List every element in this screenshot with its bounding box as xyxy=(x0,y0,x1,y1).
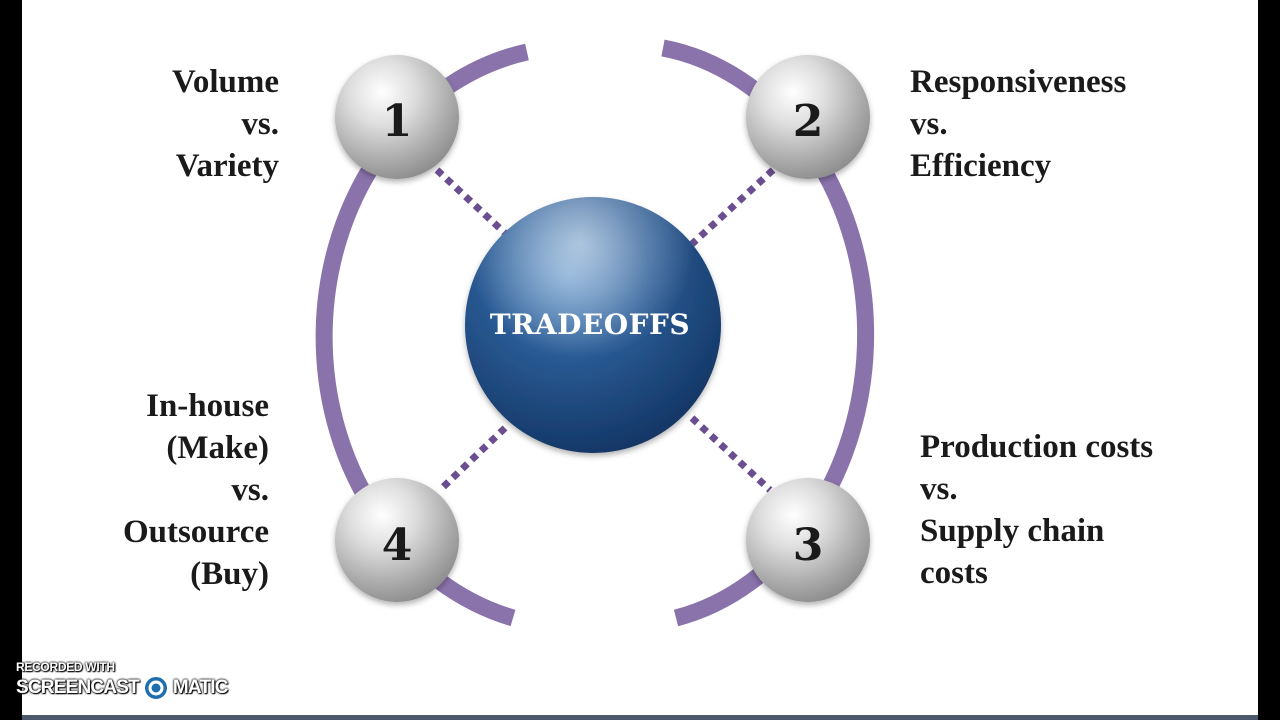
label-3-line-2: vs. xyxy=(920,471,958,507)
label-4-line-3: vs. xyxy=(231,472,269,508)
label-4-line-1: In-house xyxy=(146,388,269,424)
ball-3-number: 3 xyxy=(793,520,824,571)
ball-4 xyxy=(335,478,459,602)
label-3: Production costs vs. Supply chain costs xyxy=(920,426,1153,594)
label-2-line-2: vs. xyxy=(910,106,948,142)
screencast-o-matic-logo-icon xyxy=(142,675,169,701)
label-3-line-3: Supply chain xyxy=(920,513,1105,549)
label-2-line-3: Efficiency xyxy=(910,148,1052,184)
connector-4 xyxy=(437,425,508,493)
connector-2 xyxy=(689,167,776,247)
label-2-line-1: Responsiveness xyxy=(910,64,1127,100)
ball-1-number: 1 xyxy=(382,96,413,147)
ball-2 xyxy=(746,55,870,179)
label-3-line-4: costs xyxy=(920,555,988,591)
ball-2-number: 2 xyxy=(793,96,824,147)
connector-3 xyxy=(689,415,773,493)
center-sphere xyxy=(465,197,721,453)
connector-1 xyxy=(434,167,511,239)
label-1-line-2: vs. xyxy=(241,106,279,142)
center-label: TRADEOFFS xyxy=(490,308,690,341)
label-4-line-5: (Buy) xyxy=(190,556,269,592)
ball-3 xyxy=(746,478,870,602)
watermark-brand-left: SCREENCAST xyxy=(16,677,140,698)
label-1: Volume vs. Variety xyxy=(172,61,279,187)
label-1-line-1: Volume xyxy=(172,64,279,100)
watermark-recorded-with: RECORDED WITH xyxy=(16,660,115,674)
label-1-line-3: Variety xyxy=(175,148,279,184)
watermark-brand: SCREENCAST MATIC xyxy=(16,675,228,701)
label-3-line-1: Production costs xyxy=(920,429,1154,465)
screencast-watermark: RECORDED WITH SCREENCAST MATIC xyxy=(16,660,228,701)
label-4: In-house (Make) vs. Outsource (Buy) xyxy=(123,385,269,595)
label-4-line-2: (Make) xyxy=(166,430,269,466)
bottom-strip xyxy=(22,715,1258,720)
ball-1 xyxy=(335,55,459,179)
watermark-brand-right: MATIC xyxy=(172,677,229,698)
label-2: Responsiveness vs. Efficiency xyxy=(910,61,1126,187)
label-4-line-4: Outsource xyxy=(122,514,269,550)
ball-4-number: 4 xyxy=(382,520,413,571)
